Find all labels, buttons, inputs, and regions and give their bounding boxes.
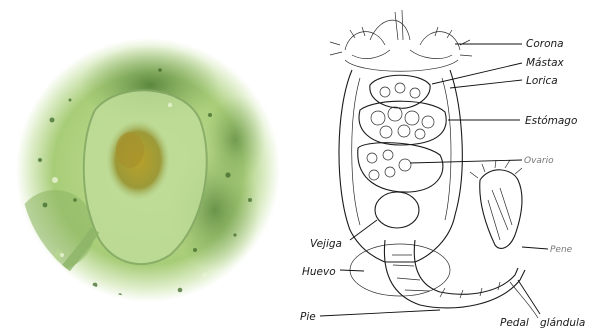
label-lorica: Lorica	[526, 75, 558, 87]
label-huevo: Huevo	[302, 266, 336, 278]
label-mastax: Mástax	[526, 57, 565, 69]
egg-drawing	[350, 244, 450, 296]
microscope-photo	[15, 38, 280, 310]
rotifer-diagram: Corona Mástax Lorica Estómago Ovario Pen…	[300, 10, 585, 329]
corona-drawing	[330, 10, 472, 71]
bladder-drawing	[375, 192, 419, 228]
label-pie: Pie	[300, 311, 316, 323]
label-pedal: Pedal	[500, 317, 529, 329]
label-glandula: glándula	[540, 317, 585, 329]
label-ovario: Ovario	[524, 156, 554, 166]
lorica-outline	[339, 70, 462, 262]
foot-drawing	[384, 240, 525, 308]
label-pene: Pene	[550, 245, 573, 255]
leader-lines	[320, 44, 548, 316]
label-vejiga: Vejiga	[310, 238, 342, 250]
label-corona: Corona	[526, 38, 564, 50]
ovary-drawing	[358, 143, 443, 192]
penis-drawing	[470, 160, 522, 248]
label-estomago: Estómago	[525, 115, 577, 127]
